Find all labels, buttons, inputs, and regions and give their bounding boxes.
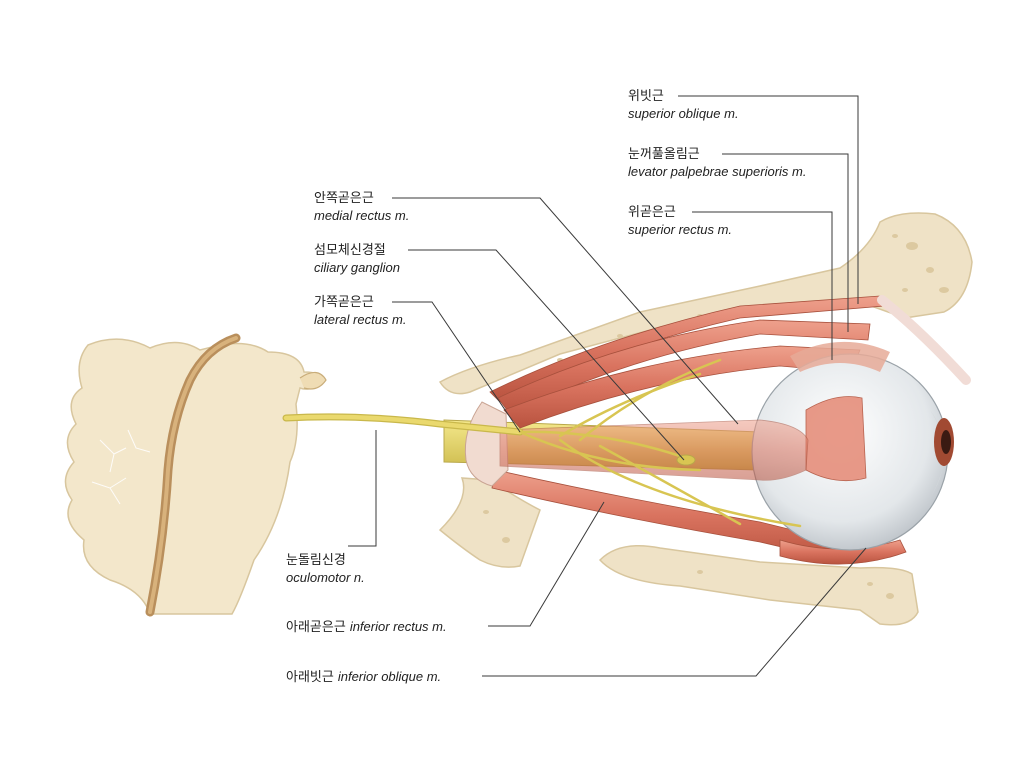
leader-inferior-oblique — [482, 547, 867, 677]
common-tendinous-ring — [464, 401, 509, 487]
label-en: superior rectus m. — [628, 222, 733, 237]
eyeball — [751, 341, 954, 551]
label-en: inferior rectus m. — [349, 619, 447, 634]
label-oculomotor: 눈돌림신경 oculomotor n. — [286, 552, 365, 586]
leader-levator — [722, 153, 849, 332]
orbital-floor-bone — [438, 477, 919, 626]
label-ko: 눈돌림신경 — [286, 553, 346, 568]
leader-superior-rectus — [692, 211, 833, 360]
label-ko: 아래곧은근 — [286, 620, 346, 635]
brainstem — [64, 333, 327, 617]
levator-muscle — [497, 319, 871, 415]
label-ko: 가쪽곧은근 — [314, 295, 374, 310]
label-ko: 눈꺼풀올림근 — [628, 147, 700, 162]
label-en: levator palpebrae superioris m. — [628, 164, 807, 179]
leader-lines — [348, 95, 867, 677]
label-en: ciliary ganglion — [314, 260, 400, 275]
extraocular-muscles — [489, 295, 907, 565]
label-ko: 섬모체신경절 — [314, 243, 386, 258]
label-medial-rectus: 안쪽곧은근 medial rectus m. — [314, 190, 409, 224]
label-superior-oblique: 위빗근 superior oblique m. — [628, 88, 739, 122]
leader-medial-rectus — [392, 197, 739, 425]
label-ko: 위곧은근 — [628, 205, 676, 220]
leader-inferior-rectus — [488, 501, 605, 627]
leader-lateral-rectus — [392, 301, 521, 433]
leader-ciliary-ganglion — [408, 249, 685, 461]
lateral-rectus-muscle — [499, 419, 809, 481]
label-ciliary-ganglion: 섬모체신경절 ciliary ganglion — [314, 242, 400, 276]
leader-oculomotor — [348, 430, 377, 547]
label-en: superior oblique m. — [628, 106, 739, 121]
label-superior-rectus: 위곧은근 superior rectus m. — [628, 204, 732, 238]
label-ko: 아래빗근 — [286, 670, 334, 685]
ciliary-ganglion-node — [676, 454, 696, 466]
label-levator: 눈꺼풀올림근 levator palpebrae superioris m. — [628, 146, 806, 180]
label-ko: 위빗근 — [628, 89, 664, 104]
label-en: medial rectus m. — [314, 208, 410, 223]
label-en: oculomotor n. — [286, 570, 365, 585]
label-en: inferior oblique m. — [337, 669, 442, 684]
leader-superior-oblique — [678, 95, 859, 304]
superior-oblique-tendon — [877, 295, 971, 385]
label-lateral-rectus: 가쪽곧은근 lateral rectus m. — [314, 294, 406, 328]
label-ko: 안쪽곧은근 — [314, 191, 374, 206]
inferior-oblique-muscle — [779, 539, 907, 565]
label-en: lateral rectus m. — [314, 312, 407, 327]
oculomotor-nerve-path — [282, 358, 802, 528]
